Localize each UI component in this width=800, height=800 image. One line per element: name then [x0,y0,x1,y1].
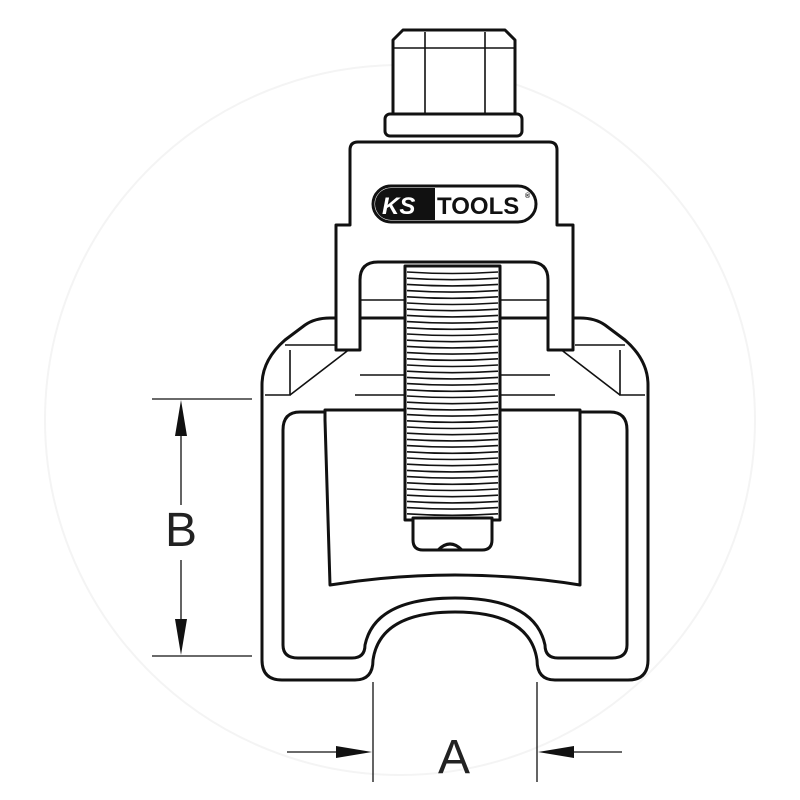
thread-line [406,327,499,331]
thread-line [406,513,499,517]
thread-line [406,345,499,349]
thread-line [406,376,499,380]
thread-line [406,500,499,504]
washer [383,112,524,138]
thread-line [406,463,499,467]
hex-bolt-head [391,28,517,116]
thread-line [406,420,499,424]
thread-line [406,308,499,312]
thread-line [406,358,499,362]
thread-line [406,271,499,275]
spindle-point [436,542,464,552]
thread-line [406,506,499,510]
thread-line [406,494,499,498]
thread-line [406,302,499,306]
dimension-a-label: A [438,731,470,784]
thread-line [406,438,499,442]
thread-line [406,314,499,318]
thread-line [406,407,499,411]
thread-line [406,482,499,486]
thread-line [406,289,499,293]
thread-line [406,296,499,300]
thread-line [406,432,499,436]
dimension-b-label: B [165,504,197,557]
thread-line [406,333,499,337]
thread-line [406,370,499,374]
thread-line [406,475,499,479]
thread-line [406,351,499,355]
dimension-a: A [287,682,622,784]
svg-text:TOOLS: TOOLS [437,193,519,220]
svg-text:KS: KS [382,193,415,220]
svg-text:®: ® [525,192,531,200]
thread-line [406,444,499,448]
thread-line [406,413,499,417]
thread-line [406,283,499,287]
ks-tools-logo: KS TOOLS ® [371,184,538,224]
thread-line [406,382,499,386]
dimension-b: B [152,398,252,657]
thread-line [406,488,499,492]
thread-line [406,401,499,405]
thread-line [406,339,499,343]
threaded-spindle [403,264,502,522]
thread-line [406,277,499,281]
spindle-tip [411,516,494,552]
thread-line [406,457,499,461]
thread-line [406,395,499,399]
thread-line [406,469,499,473]
thread-line [406,426,499,430]
thread-line [406,451,499,455]
thread-line [406,389,499,393]
thread-line [406,320,499,324]
thread-line [406,364,499,368]
